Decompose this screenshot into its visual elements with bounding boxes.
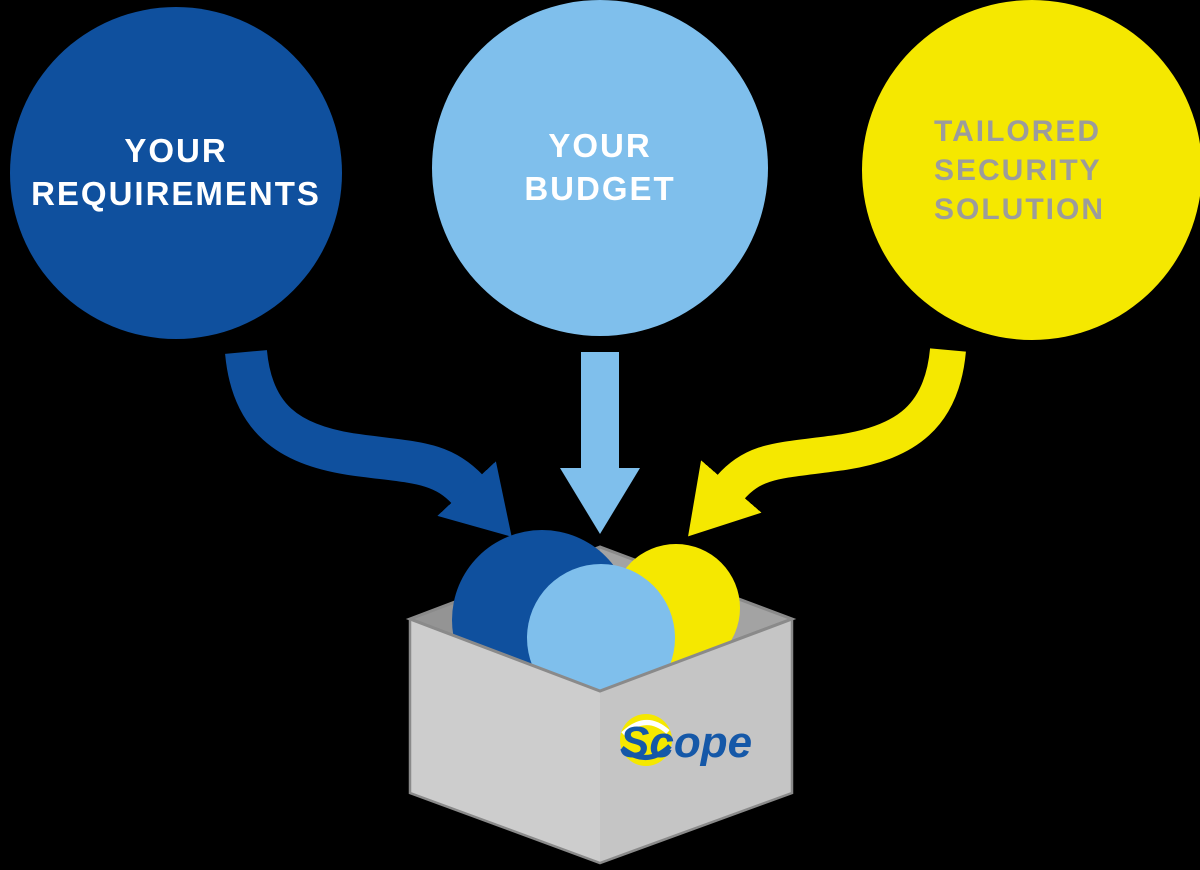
box-outer-edge [408, 619, 794, 865]
solution-label-line3: SOLUTION [934, 192, 1105, 226]
box-front-left-face [410, 619, 600, 863]
requirements-arrow [225, 349, 512, 537]
solution-label-line2: SECURITY [934, 153, 1102, 187]
scope-logo-text: Scope [620, 718, 752, 767]
solution-label-line1: TAILORED [934, 114, 1102, 148]
box-front-rim-edge [409, 617, 793, 693]
scope-logo: Scope [620, 714, 752, 767]
budget-label-line2: BUDGET [524, 170, 676, 207]
budget-label-line1: YOUR [548, 127, 652, 165]
solution-circle: TAILORED SECURITY SOLUTION [862, 0, 1200, 340]
scope-logo-swoosh-blue [620, 744, 672, 760]
requirements-circle: YOUR REQUIREMENTS [10, 7, 342, 339]
box-front-right-face [600, 619, 792, 863]
requirements-label-line1: YOUR [124, 132, 228, 170]
solution-arrow [688, 347, 966, 537]
budget-circle: YOUR BUDGET [432, 0, 768, 336]
requirements-label-line2: REQUIREMENTS [31, 175, 321, 212]
scope-logo-swoosh-white [621, 720, 670, 736]
ball-light-blue [527, 564, 675, 712]
